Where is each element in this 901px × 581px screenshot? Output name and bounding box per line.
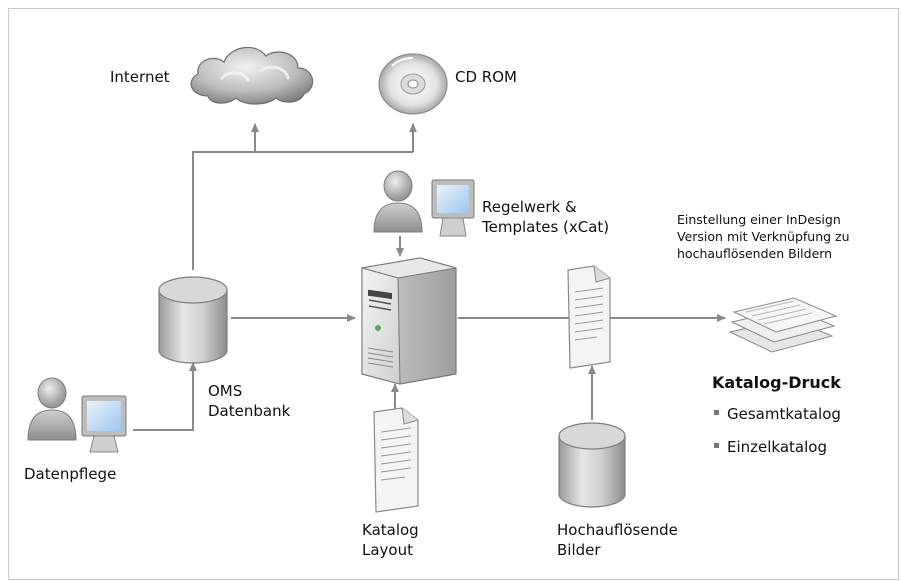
print-title: Katalog-Druck [712,373,841,392]
images-database-icon [558,422,626,508]
layout-document-icon [373,407,419,513]
print-item-label: Einzelkatalog [727,438,827,456]
frame-border [8,8,899,580]
indesign-document-icon [567,265,611,369]
cloud-icon [190,46,314,105]
images-label-line2: Bilder [557,541,601,559]
print-item-gesamtkatalog: Gesamtkatalog [714,405,841,423]
bullet-icon [714,443,719,448]
server-icon [361,257,457,385]
rules-label-line1: Regelwerk & [482,198,577,216]
internet-label: Internet [110,68,170,86]
images-label-line1: Hochauflösende [557,521,678,539]
connector-db-to-top [192,151,413,270]
indesign-note-line1: Einstellung einer InDesign [677,212,841,227]
oms-label-line2: Datenbank [208,402,291,420]
cd-rom-icon [378,53,448,115]
print-stack-icon [728,297,838,353]
connector-datenpflege-to-db [133,362,197,431]
editor-workstation-icon [373,170,475,237]
rules-label-line2: Templates (xCat) [482,218,610,236]
print-item-einzelkatalog: Einzelkatalog [714,438,827,456]
cdrom-label: CD ROM [455,68,517,86]
indesign-note-line3: hochauflösenden Bildern [677,246,833,261]
bullet-icon [714,410,719,415]
datenpflege-label: Datenpflege [24,465,117,483]
layout-label-line1: Katalog [362,521,419,539]
oms-database-icon [158,276,228,364]
layout-label-line2: Layout [362,541,413,559]
print-item-label: Gesamtkatalog [727,405,841,423]
indesign-note-line2: Version mit Verknüpfung zu [677,229,850,244]
datenpflege-workstation-icon [27,377,127,453]
oms-label-line1: OMS [208,382,243,400]
